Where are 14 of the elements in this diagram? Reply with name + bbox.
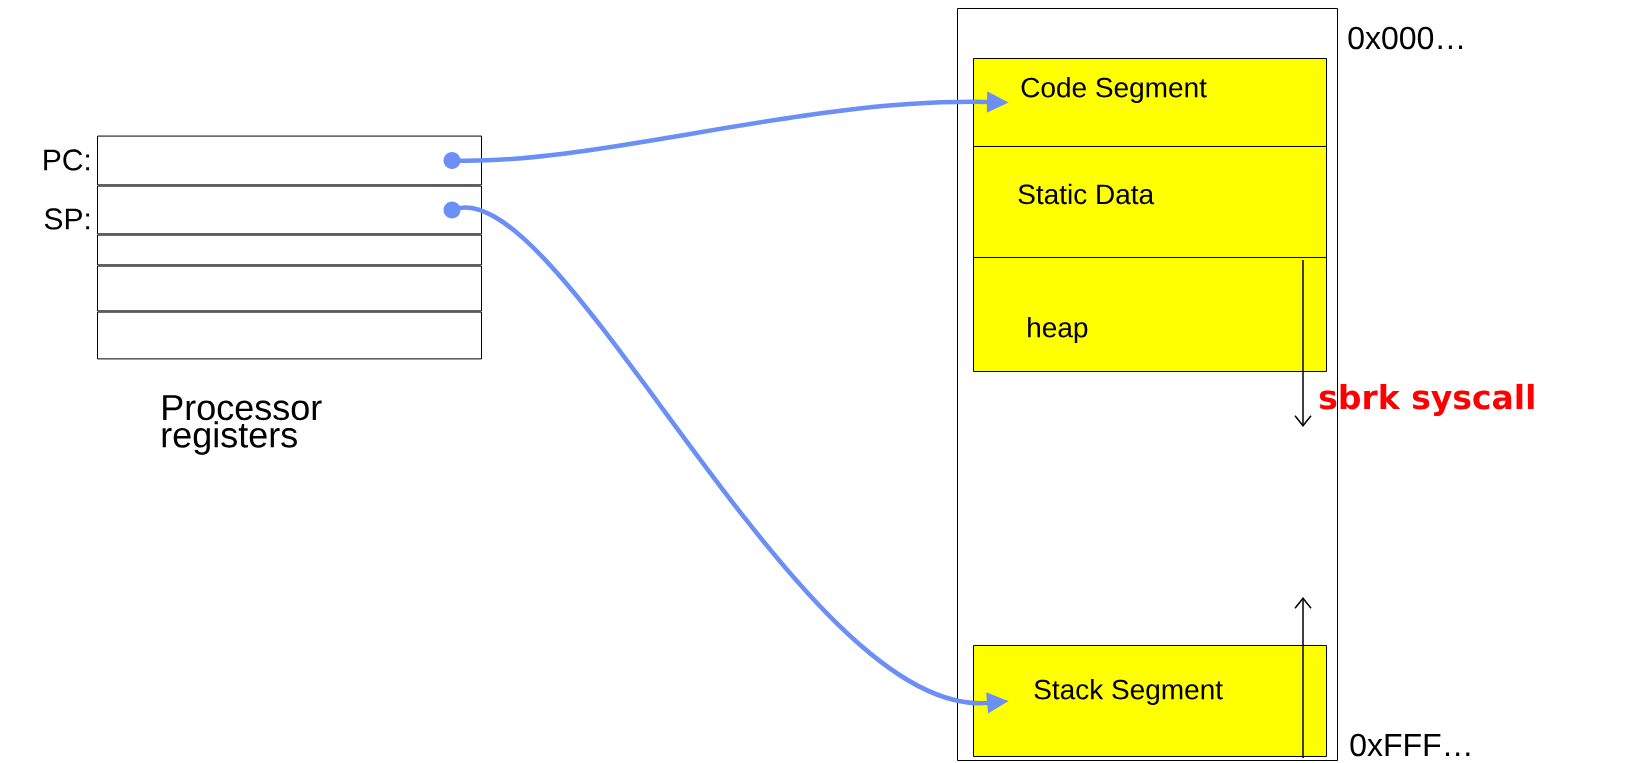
caption: Processor registers [162,395,322,455]
node-label: 0x000… [1348,26,1463,50]
segment-box: Stack Segment [973,645,1327,757]
segment-box: heap [973,257,1327,372]
register-row: SP: [44,185,482,235]
segment-box: Code Segment [973,58,1327,147]
node-label: PC: [44,149,90,171]
segment-box: Static Data [973,146,1327,258]
register-row: PC: [44,135,482,186]
register-row [97,311,482,360]
node-label: SP: [44,208,90,230]
node-label: 0xFFF… [1350,733,1470,757]
register-row [97,234,482,266]
register-row [97,265,482,312]
